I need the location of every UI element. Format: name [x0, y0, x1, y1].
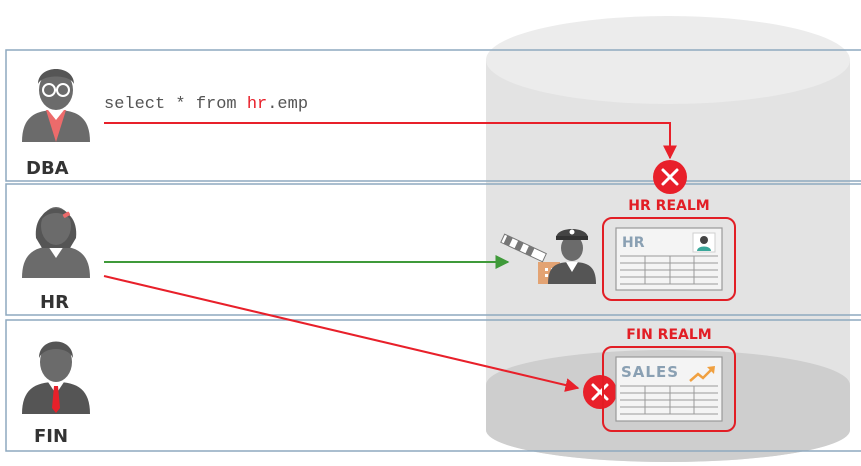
- dba-access-arrow: [104, 122, 677, 160]
- trend-up-icon: [689, 366, 715, 382]
- fin-data-card: SALES: [615, 356, 723, 422]
- sql-query: select * from hr.emp: [104, 95, 308, 114]
- sql-query-table: .emp: [267, 95, 308, 114]
- hr-realm-title: HR REALM: [628, 198, 709, 214]
- hr-to-fin-arrow: [103, 275, 580, 392]
- person-woman-icon: [22, 207, 90, 278]
- person-glasses-icon: [22, 69, 90, 142]
- role-label-hr: HR: [40, 292, 69, 313]
- fin-realm-box: [602, 346, 736, 432]
- row-bands: [5, 49, 861, 452]
- person-tie-icon: [22, 341, 90, 414]
- fin-card-label: SALES: [621, 363, 679, 381]
- sql-query-schema: hr: [247, 95, 267, 114]
- hr-card-label: HR: [622, 235, 645, 251]
- fin-realm-title: FIN REALM: [626, 327, 711, 343]
- row-dba: [5, 49, 861, 182]
- sql-query-keyword: select * from: [104, 95, 247, 114]
- hr-data-card: HR: [615, 227, 723, 291]
- x-circle-icon: [583, 375, 617, 409]
- x-circle-icon: [653, 160, 687, 194]
- row-fin: [5, 319, 861, 452]
- security-guard-icon: [548, 229, 596, 284]
- row-hr: [5, 183, 861, 316]
- role-label-fin: FIN: [34, 426, 68, 447]
- hr-realm-box: [602, 217, 736, 301]
- person-icon: [692, 232, 716, 253]
- role-label-dba: DBA: [26, 158, 69, 179]
